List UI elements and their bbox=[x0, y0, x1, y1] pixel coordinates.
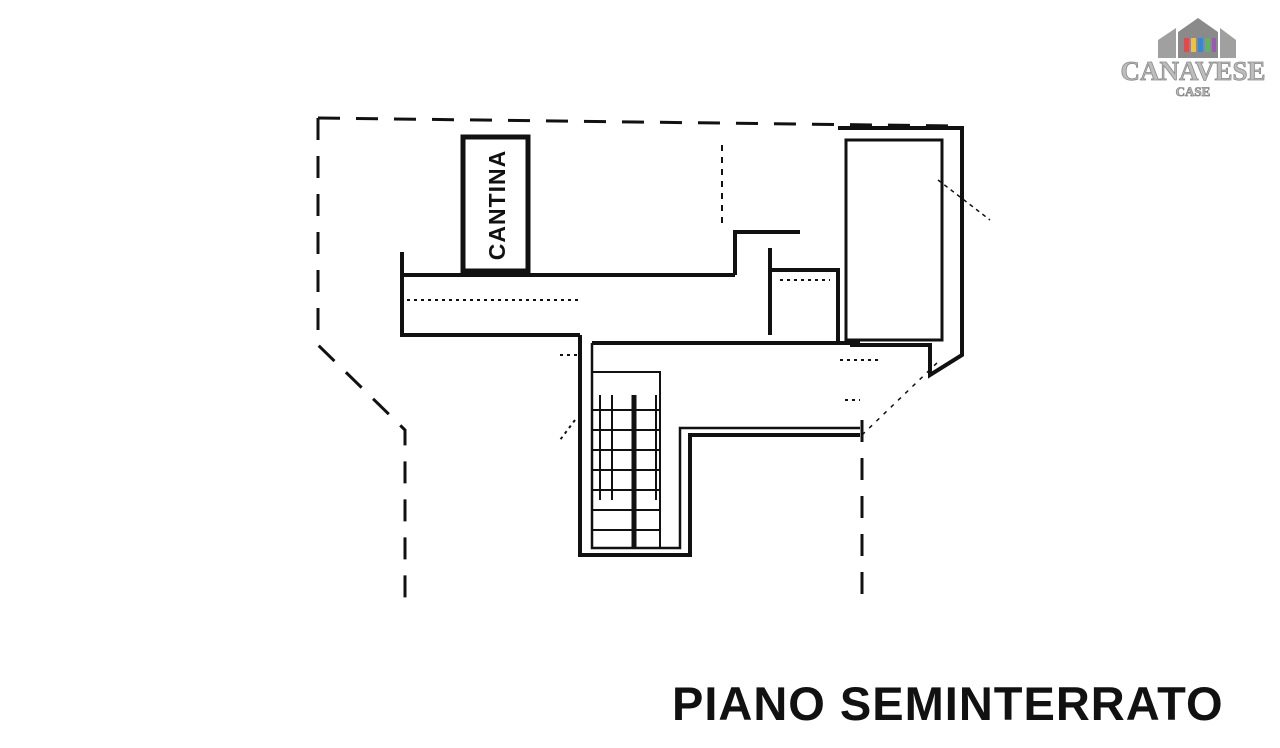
logo-sub: CASE bbox=[1176, 84, 1211, 99]
cantina-label: CANTINA bbox=[484, 150, 510, 261]
wall-hatch-marks bbox=[400, 279, 880, 441]
logo-brand: CANAVESE bbox=[1120, 56, 1265, 86]
staircase bbox=[591, 371, 661, 549]
floor-caption: PIANO SEMINTERRATO bbox=[672, 677, 1224, 730]
corridor-walls bbox=[400, 230, 860, 557]
house-icon bbox=[1158, 18, 1236, 58]
right-wing-walls bbox=[770, 126, 991, 379]
canavese-case-logo: CANAVESE CASE bbox=[1120, 18, 1266, 99]
property-boundary bbox=[316, 116, 956, 605]
cantina-room: CANTINA bbox=[460, 134, 531, 274]
